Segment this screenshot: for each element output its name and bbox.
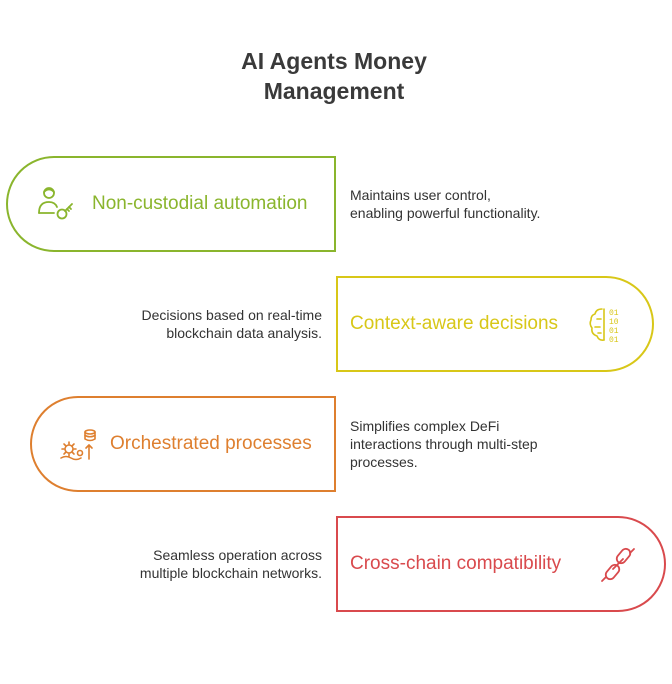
diagram-title: AI Agents Money Management (0, 46, 668, 106)
label-context-aware-decisions: Context-aware decisions (350, 313, 559, 334)
gears-coins-icon (60, 429, 96, 461)
desc-cross-chain-compatibility: Seamless operation across multiple block… (139, 547, 322, 581)
label-orchestrated-processes: Orchestrated processes (110, 433, 312, 454)
svg-text:01: 01 (609, 336, 619, 345)
title-line-2: Management (263, 78, 405, 104)
brain-binary-icon: 01 10 01 01 (589, 308, 619, 345)
label-cross-chain-compatibility: Cross-chain compatibility (350, 553, 562, 574)
card-orchestrated-processes: Orchestrated processes (30, 396, 336, 492)
svg-text:01: 01 (609, 309, 619, 318)
card-cross-chain-compatibility: Cross-chain compatibility (336, 516, 666, 612)
person-key-icon (38, 187, 73, 220)
card-context-aware-decisions: Context-aware decisions 01 10 01 01 (336, 276, 654, 372)
title-line-1: AI Agents Money (241, 48, 427, 74)
label-non-custodial-automation: Non-custodial automation (92, 193, 308, 214)
svg-text:10: 10 (609, 318, 619, 327)
svg-text:01: 01 (609, 327, 619, 336)
chain-link-icon (601, 547, 635, 582)
desc-context-aware-decisions: Decisions based on real-time blockchain … (141, 307, 322, 341)
card-non-custodial-automation: Non-custodial automation (6, 156, 336, 252)
desc-orchestrated-processes: Simplifies complex DeFi interactions thr… (350, 418, 538, 470)
desc-non-custodial-automation: Maintains user control, enabling powerfu… (350, 187, 541, 221)
